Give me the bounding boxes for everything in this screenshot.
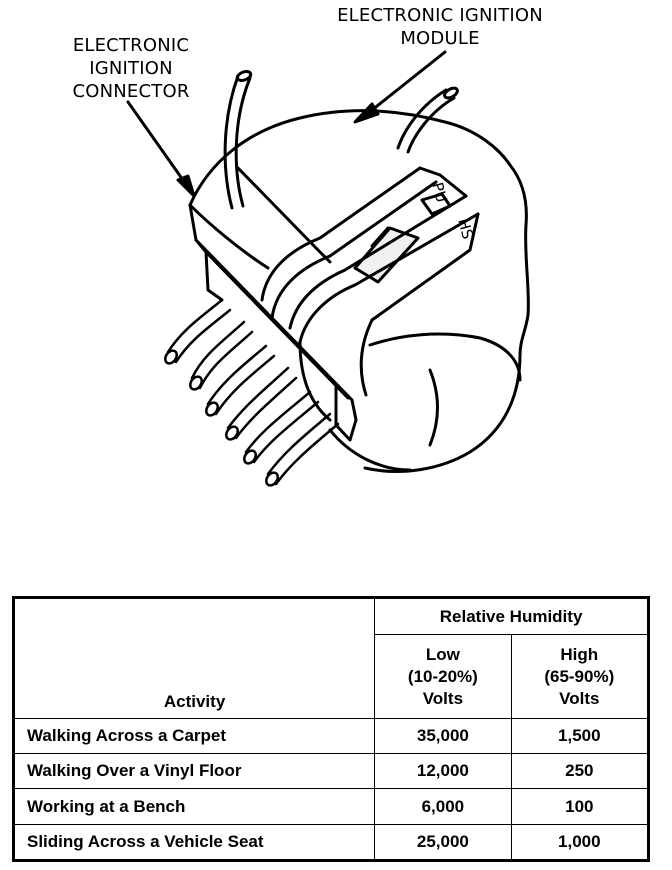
module-body-outline xyxy=(188,109,530,473)
low-volts-cell: 12,000 xyxy=(374,753,512,790)
low-volts-cell: 35,000 xyxy=(374,717,512,755)
table-row: Walking Across a Carpet 35,000 1,500 xyxy=(12,717,650,755)
relative-humidity-header: Relative Humidity xyxy=(374,596,649,636)
embossed-hs-label: HS xyxy=(454,216,477,241)
module-right-curve xyxy=(428,368,439,447)
embossed-pu-label: PU xyxy=(428,180,451,204)
connector-housing xyxy=(188,166,358,442)
activity-cell: Working at a Bench xyxy=(12,788,376,825)
lower-wire-bundle xyxy=(164,298,340,487)
top-wire-left xyxy=(223,74,240,210)
module-body-lower xyxy=(328,428,412,472)
low-humidity-header: Low (10-20%) Volts xyxy=(374,634,512,719)
connector-label-line-1: ELECTRONIC xyxy=(72,35,190,56)
module-leader-arrow xyxy=(353,50,447,124)
high-header-line-1: High xyxy=(560,644,599,664)
activity-cell: Walking Over a Vinyl Floor xyxy=(12,753,376,790)
static-voltage-table: Activity Relative Humidity Low (10-20%) … xyxy=(12,596,650,862)
module-label-line-2: MODULE xyxy=(400,28,480,49)
activity-column-header: Activity xyxy=(12,597,376,719)
lower-wire-5 xyxy=(244,390,312,454)
low-volts-cell: 25,000 xyxy=(374,823,512,862)
connector-label-line-2: IGNITION xyxy=(89,58,173,79)
high-volts-cell: 250 xyxy=(510,753,650,790)
high-volts-cell: 1,000 xyxy=(510,823,650,862)
module-callout-label: ELECTRONIC IGNITION MODULE xyxy=(300,4,580,50)
module-label-line-1: ELECTRONIC IGNITION xyxy=(337,5,543,26)
connector-label-line-3: CONNECTOR xyxy=(72,81,190,102)
low-header-line-3: Volts xyxy=(422,688,464,708)
lower-wire-2 xyxy=(190,320,246,380)
low-header-line-1: Low xyxy=(425,644,460,664)
module-right-flange xyxy=(368,332,522,382)
lower-wire-3 xyxy=(206,344,268,406)
high-humidity-header: High (65-90%) Volts xyxy=(510,634,650,719)
table-row: Walking Over a Vinyl Floor 12,000 250 xyxy=(12,753,650,790)
activity-cell: Sliding Across a Vehicle Seat xyxy=(12,823,376,862)
lower-wire-1 xyxy=(166,298,224,354)
high-volts-cell: 1,500 xyxy=(510,717,650,755)
connector-callout-label: ELECTRONIC IGNITION CONNECTOR xyxy=(36,34,226,103)
table-row: Working at a Bench 6,000 100 xyxy=(12,788,650,825)
activity-cell: Walking Across a Carpet xyxy=(12,717,376,755)
connector-leader-arrow xyxy=(126,100,196,198)
high-volts-cell: 100 xyxy=(510,788,650,825)
lower-wire-6 xyxy=(266,412,332,476)
high-header-line-2: (65-90%) xyxy=(544,666,615,686)
ignition-module-illustration: PU HS xyxy=(126,50,530,487)
low-volts-cell: 6,000 xyxy=(374,788,512,825)
terminal-slot xyxy=(260,166,480,422)
lower-wire-4 xyxy=(226,366,290,430)
table-row: Sliding Across a Vehicle Seat 25,000 1,0… xyxy=(12,823,650,862)
low-header-line-2: (10-20%) xyxy=(407,666,478,686)
high-header-line-3: Volts xyxy=(559,688,600,708)
top-wire-right xyxy=(396,88,448,150)
